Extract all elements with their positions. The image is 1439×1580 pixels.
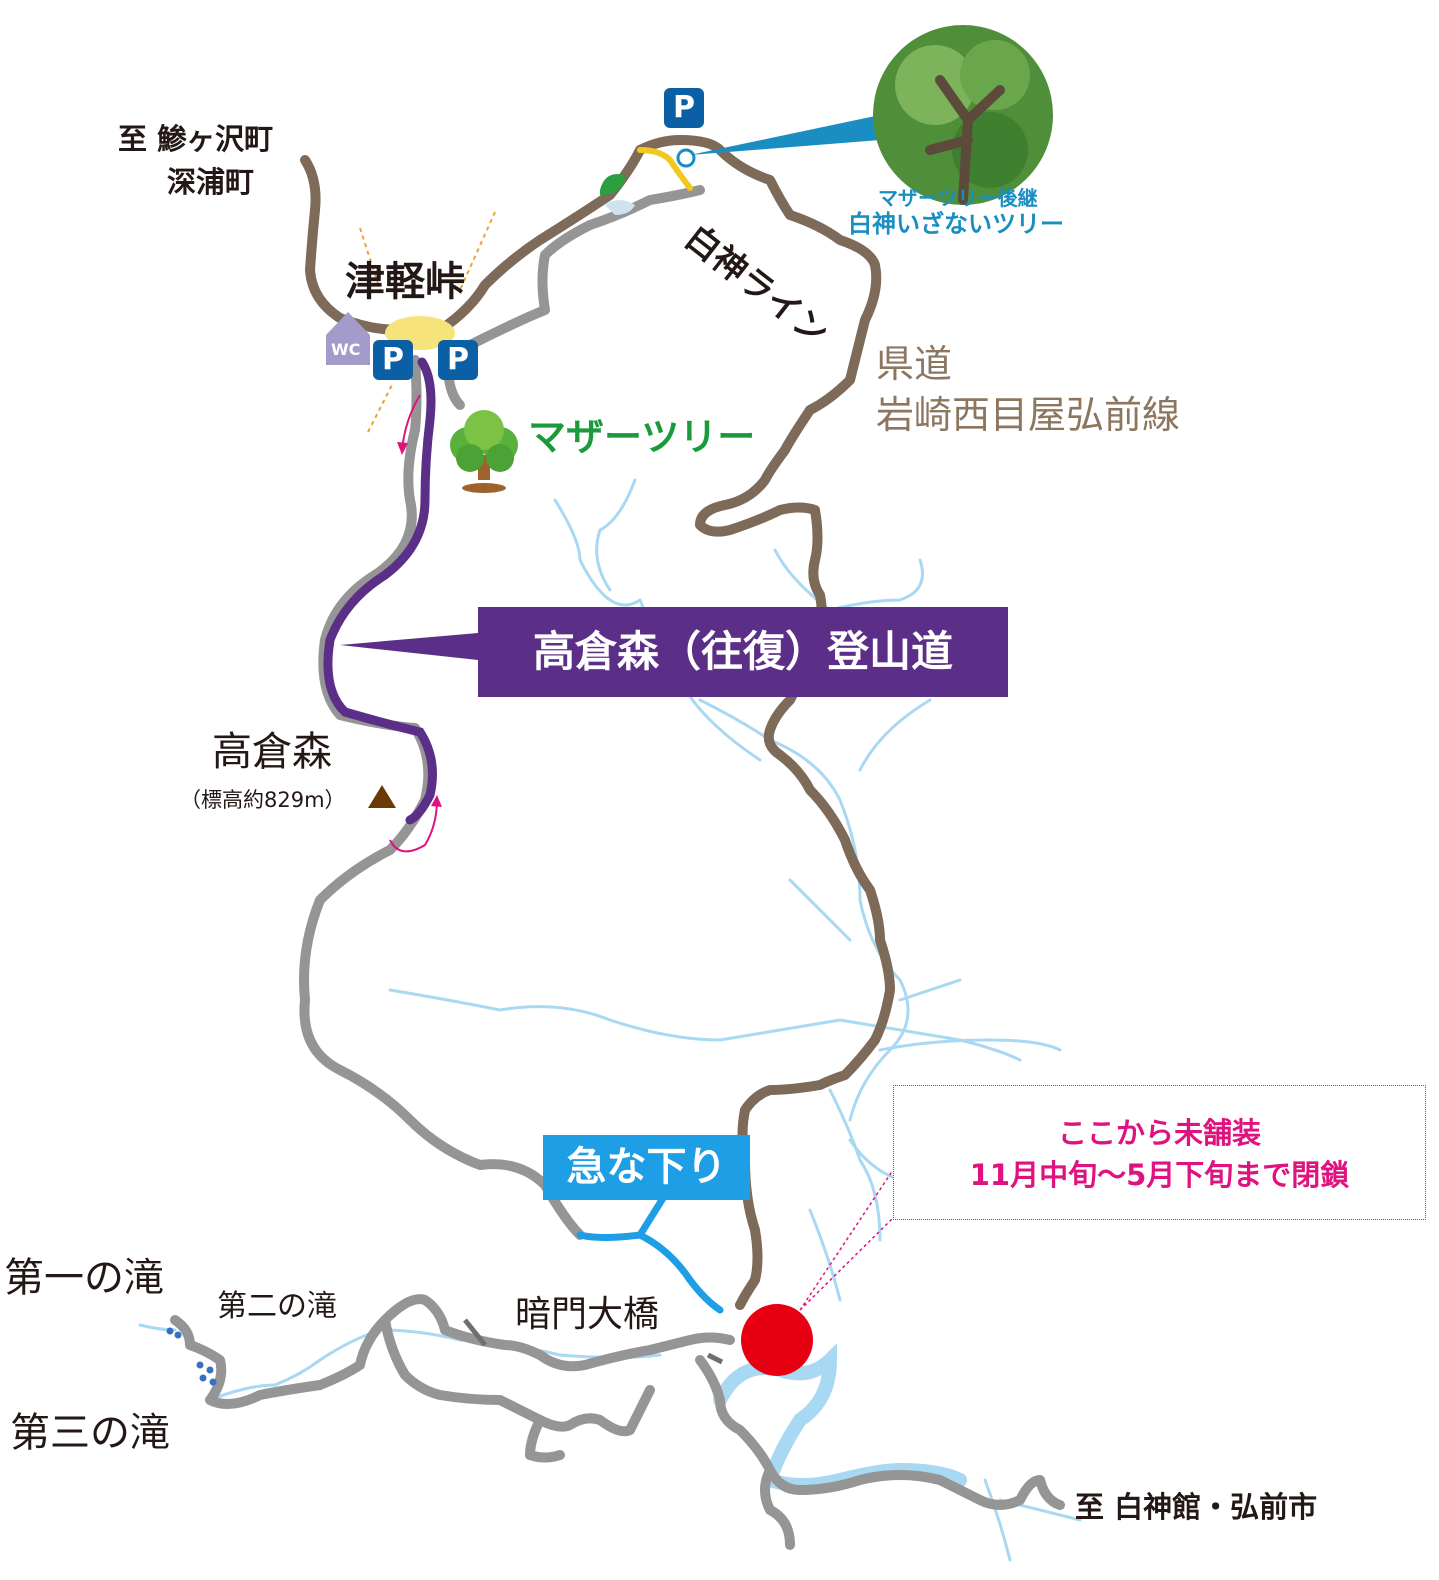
takakuramori-label: 高倉森 bbox=[212, 729, 332, 775]
wc-label: WC bbox=[331, 340, 361, 359]
falls-2-label: 第二の滝 bbox=[217, 1289, 337, 1324]
prefectural-road-label-2: 岩崎西目屋弘前線 bbox=[876, 393, 1181, 437]
pass-rays bbox=[359, 211, 496, 433]
blue-area bbox=[605, 200, 635, 215]
notice-line-1: ここから未舗装 bbox=[1057, 1116, 1261, 1150]
successor-tree-pointer bbox=[690, 115, 880, 155]
notice-pointer bbox=[799, 1169, 894, 1311]
anmon-bridge-label: 暗門大橋 bbox=[515, 1294, 660, 1335]
to-fukaura-label: 深浦町 bbox=[167, 165, 255, 199]
successor-tree-photo bbox=[873, 25, 1053, 205]
parking-icon: P bbox=[664, 88, 704, 128]
successor-tree-label-2: 白神いざないツリー bbox=[848, 210, 1064, 238]
steep-descent-callout: 急な下り bbox=[543, 1135, 750, 1200]
summit-icon bbox=[368, 785, 396, 808]
trail-loop-arrow bbox=[389, 799, 438, 853]
main-river bbox=[713, 1343, 967, 1492]
falls-3-label: 第三の滝 bbox=[10, 1410, 170, 1456]
closure-dot-icon bbox=[741, 1304, 813, 1376]
successor-tree-marker bbox=[676, 148, 696, 168]
successor-tree-label-1: マザーツリー後継 bbox=[878, 186, 1038, 210]
tsugaru-pass-label: 津軽峠 bbox=[345, 259, 465, 305]
to-ajigasawa-label: 至 鯵ヶ沢町 bbox=[118, 122, 274, 156]
green-area bbox=[600, 174, 625, 195]
spur-road bbox=[637, 147, 693, 191]
to-hirosaki-label: 至 白神館・弘前市 bbox=[1075, 1490, 1318, 1524]
elevation-label: （標高約829m） bbox=[180, 788, 346, 812]
tree-icon bbox=[450, 410, 518, 493]
mother-tree-label: マザーツリー bbox=[528, 415, 756, 459]
parking-icon: P bbox=[373, 340, 413, 380]
trail-path bbox=[323, 357, 437, 825]
steep-descent-pointer bbox=[636, 1191, 669, 1239]
prefectural-road-label-1: 県道 bbox=[876, 342, 953, 386]
wc-icon bbox=[326, 312, 370, 365]
paved-road bbox=[170, 185, 1065, 1550]
bridges bbox=[463, 1318, 724, 1365]
closure-notice: ここから未舗装 11月中旬〜5月下旬まで閉鎖 bbox=[893, 1085, 1426, 1220]
steep-descent-line bbox=[576, 1231, 724, 1314]
waterfall-icon bbox=[166, 1327, 217, 1386]
notice-line-2: 11月中旬〜5月下旬まで閉鎖 bbox=[969, 1158, 1350, 1192]
trail-callout: 高倉森（往復）登山道 bbox=[478, 607, 1008, 697]
parking-icon: P bbox=[438, 340, 478, 380]
trail-pointer bbox=[340, 633, 478, 660]
falls-1-label: 第一の滝 bbox=[4, 1255, 164, 1301]
